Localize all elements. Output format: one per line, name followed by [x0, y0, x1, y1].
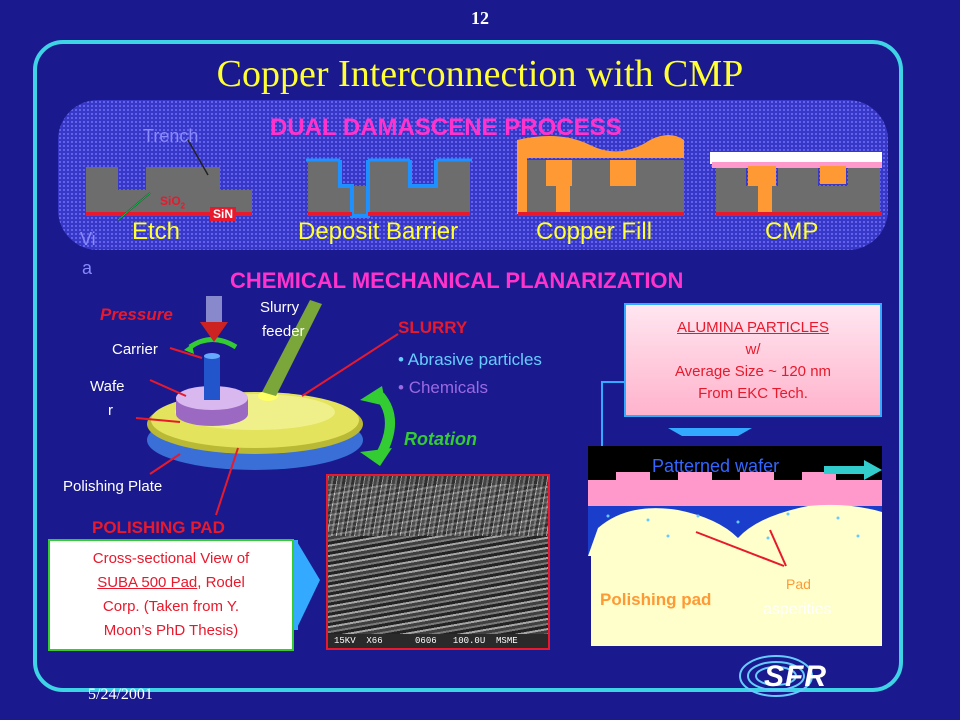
etch-diagram — [86, 139, 252, 221]
alumina-line-2: w/ — [745, 341, 761, 358]
cmp-heading: CHEMICAL MECHANICAL PLANARIZATION — [230, 268, 684, 293]
slurry-feeder-label-continued: feeder — [262, 323, 305, 340]
slurry-feeder-label: Slurry — [260, 299, 300, 316]
sem-texture-top — [328, 476, 548, 536]
polishing-pad-label: Polishing pad — [600, 590, 712, 609]
carrier-label: Carrier — [112, 341, 158, 358]
rotation-label: Rotation — [404, 429, 477, 449]
step-etch: Etch — [132, 218, 181, 245]
patterned-wafer-drawing — [588, 460, 882, 556]
sio2-label: SiO2 — [160, 194, 186, 211]
slide-frame — [33, 40, 903, 692]
pad-description-box: Cross-sectional View of SUBA 500 Pad, Ro… — [48, 539, 294, 651]
wafer-label: Wafe — [90, 378, 125, 395]
deposit-barrier-diagram — [306, 158, 472, 218]
slurry-heading: SLURRY — [398, 318, 468, 337]
wafer-label-continued: r — [108, 402, 113, 419]
pad-description-line-1: Cross-sectional View of — [92, 550, 250, 567]
pad-description-line-4: Moon’s PhD Thesis) — [103, 622, 239, 639]
dual-damascene-heading: DUAL DAMASCENE PROCESS — [270, 114, 622, 141]
slide-number: 12 — [471, 8, 489, 28]
alumina-line-1: ALUMINA PARTICLES — [677, 319, 829, 336]
pad-asperities-label: Pad — [786, 576, 811, 592]
slide-title: Copper Interconnection with CMP — [216, 53, 744, 95]
polishing-pad-heading: POLISHING PAD — [92, 518, 225, 537]
step-copper-fill: Copper Fill — [536, 218, 653, 245]
sin-label: SiN — [210, 207, 237, 221]
via-label: Vi — [80, 229, 96, 249]
alumina-line-3: Average Size ~ 120 nm — [674, 363, 832, 380]
pressure-label: Pressure — [100, 305, 173, 324]
polishing-pad-panel — [591, 556, 882, 646]
step-deposit-barrier: Deposit Barrier — [298, 218, 459, 245]
pad-description-line-3: Corp. (Taken from Y. — [102, 598, 240, 615]
pad-asperities-label-continued: asperities — [763, 601, 832, 618]
patterned-wafer-label: Patterned wafer — [652, 456, 780, 476]
copper-fill-diagram — [517, 135, 684, 216]
polishing-plate-label: Polishing Plate — [63, 478, 163, 495]
pad-description-line-2: SUBA 500 Pad, Rodel — [97, 574, 245, 591]
sem-caption: 15KV X66 0606 100.0U MSME — [334, 636, 518, 646]
cmp-diagram — [710, 152, 882, 216]
slide-date: 5/24/2001 — [88, 686, 153, 703]
sfr-logo-text: SFR — [764, 660, 827, 693]
slurry-item-chemicals: • Chemicals — [398, 378, 489, 397]
alumina-line-4: From EKC Tech. — [698, 385, 808, 402]
via-label-continued: a — [82, 258, 93, 278]
trench-label: Trench — [143, 126, 199, 146]
sfr-logo-icon — [739, 655, 813, 697]
sem-image: 15KV X66 0606 100.0U MSME — [326, 474, 550, 650]
sfr-logo: SFR — [736, 652, 866, 700]
step-cmp: CMP — [765, 218, 819, 245]
alumina-particles-box: ALUMINA PARTICLES w/ Average Size ~ 120 … — [624, 303, 882, 417]
slurry-item-abrasive: • Abrasive particles — [398, 350, 542, 369]
